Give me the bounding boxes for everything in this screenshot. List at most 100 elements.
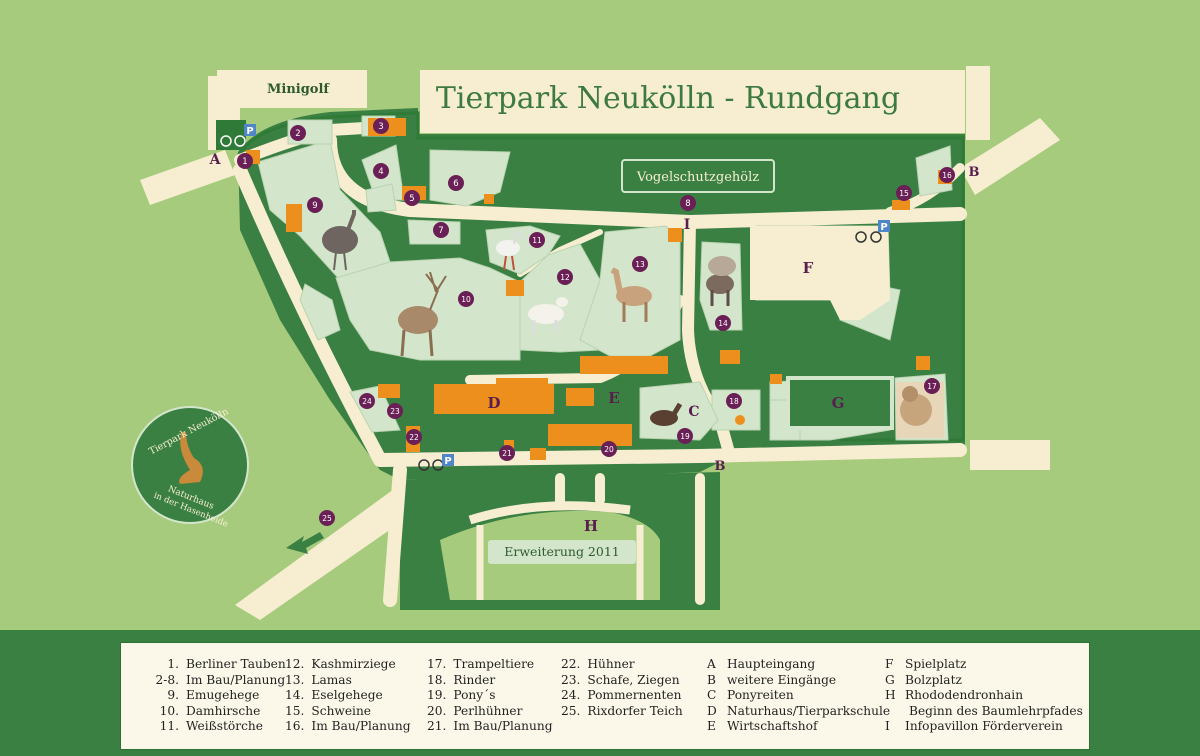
legend-item-label: Bolzplatz <box>905 672 962 687</box>
marker-23: 23 <box>387 403 403 419</box>
marker-4-label: 4 <box>378 167 383 177</box>
marker-21: 21 <box>499 445 515 461</box>
marker-15: 15 <box>896 185 912 201</box>
minigolf-label: Minigolf <box>267 82 330 97</box>
letter-marker-E: E <box>608 389 619 407</box>
marker-13: 13 <box>632 256 648 272</box>
marker-22: 22 <box>406 429 422 445</box>
legend-item: 21.Im Bau/Planung <box>427 719 553 735</box>
marker-12-label: 12 <box>560 273 570 282</box>
marker-7: 7 <box>433 222 449 238</box>
legend-item-label: Trampeltiere <box>453 657 535 671</box>
legend-item-key: 2-8. <box>155 672 179 687</box>
legend-item: 22.Hühner <box>561 657 683 673</box>
marker-8-label: 8 <box>685 199 690 209</box>
legend-item: 2-8. Im Bau/Planung <box>141 673 286 689</box>
marker-25: 25 <box>319 510 335 526</box>
legend-item-label: Emugehege <box>186 688 260 703</box>
legend-item-label: Schafe, Ziegen <box>587 672 680 687</box>
legend-item: 10.Damhirsche <box>141 704 286 720</box>
bicycle-icon <box>855 231 867 243</box>
legend-item-label: Schweine <box>311 703 372 718</box>
legend-item-key: C <box>707 688 717 703</box>
legend-item: 25.Rixdorfer Teich <box>561 704 683 720</box>
marker-25-label: 25 <box>322 514 332 523</box>
legend-item-key: 14. <box>285 688 305 703</box>
donkey-icon <box>706 256 736 306</box>
legend-item: Beginn des Baumlehrpfades <box>885 704 1083 720</box>
legend-item-key: A <box>707 657 716 671</box>
stork-icon <box>496 230 527 271</box>
legend-item-label: Im Bau/Planung <box>186 672 286 687</box>
legend-item-label: Lamas <box>311 672 352 687</box>
marker-11-label: 11 <box>532 236 542 245</box>
legend-item-key: 11. <box>159 719 179 734</box>
marker-2-label: 2 <box>295 129 300 139</box>
legend-item: 19.Pony´s <box>427 688 553 704</box>
legend-item-key: B <box>707 672 716 687</box>
legend-item-key: 22. <box>561 657 581 671</box>
marker-6-label: 6 <box>453 179 458 189</box>
marker-20: 20 <box>601 441 617 457</box>
legend-item-key: 9. <box>167 688 179 703</box>
marker-10: 10 <box>458 291 474 307</box>
legend-item: H Rhododendronhain <box>885 688 1083 704</box>
legend-item: 9. Emugehege <box>141 688 286 704</box>
title-area <box>420 70 965 133</box>
letter-marker-F: F <box>803 259 814 277</box>
legend-item-key: 13. <box>285 672 305 687</box>
legend-item: 18.Rinder <box>427 673 553 689</box>
bicycle-parking-east: P <box>855 220 890 243</box>
playground <box>750 226 890 320</box>
legend-item-key: H <box>885 688 896 703</box>
football-field <box>786 376 894 430</box>
legend-item-label: Spielplatz <box>905 657 967 671</box>
letter-marker-H: H <box>584 517 598 535</box>
horse-icon <box>650 402 683 426</box>
marker-18: 18 <box>726 393 742 409</box>
park-map: P P P Tierpark Neukölln Naturhaus in der… <box>131 66 1060 620</box>
parking-icon <box>442 454 454 466</box>
marker-2: 2 <box>290 125 306 141</box>
marker-24: 24 <box>359 393 375 409</box>
marker-6: 6 <box>448 175 464 191</box>
marker-1: 1 <box>237 153 253 169</box>
letter-marker-B: B <box>715 459 726 474</box>
letter-marker-I: I <box>684 217 691 233</box>
parking-label: P <box>246 126 253 137</box>
legend-item-label: Rhododendronhain <box>905 688 1024 703</box>
marker-3: 3 <box>373 118 389 134</box>
legend-item-key: 25. <box>561 703 581 718</box>
legend-item-key: I <box>885 719 890 734</box>
vogelschutz-box <box>621 159 775 193</box>
legend-item: 15.Schweine <box>285 704 411 720</box>
letter-marker-B: B <box>969 165 980 180</box>
bicycle-icon <box>418 459 430 471</box>
legend-item-label: Haupteingang <box>727 657 816 671</box>
marker-9-label: 9 <box>312 201 317 211</box>
parking-label: P <box>444 456 451 467</box>
marker-23-label: 23 <box>390 407 400 416</box>
naturhaus-badge: Tierpark Neukölln Naturhaus in der Hasen… <box>131 406 249 530</box>
legend-item-key: 21. <box>427 719 447 734</box>
legend-item-key: D <box>707 703 717 718</box>
number-markers: 1234567891011121314151617181920212223242… <box>237 118 955 526</box>
marker-3-label: 3 <box>378 122 383 132</box>
page-title: Tierpark Neukölln - Rundgang <box>436 81 900 116</box>
marker-4: 4 <box>373 163 389 179</box>
legend-item-key: 24. <box>561 688 581 703</box>
legend-item-key: 18. <box>427 672 447 687</box>
legend-item: 12.Kashmirziege <box>285 657 411 673</box>
marker-22-label: 22 <box>409 433 419 442</box>
deer-icon <box>398 271 447 357</box>
legend-item-label: Perlhühner <box>453 703 523 718</box>
